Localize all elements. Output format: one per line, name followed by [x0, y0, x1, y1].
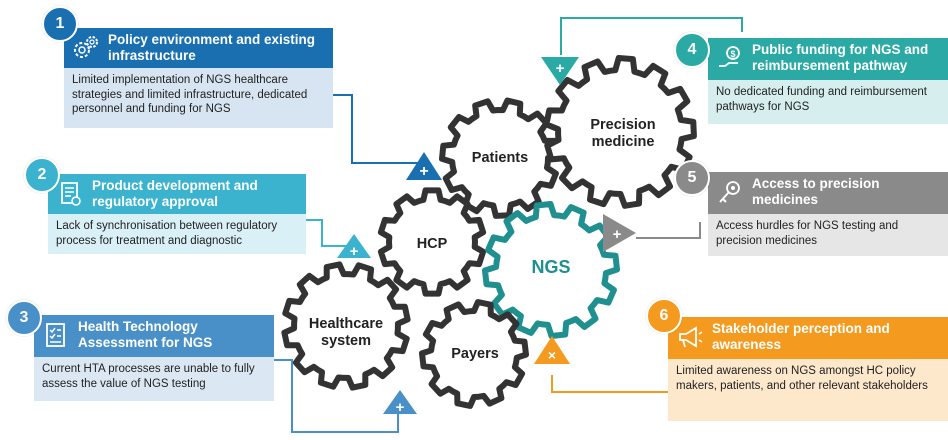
- connector-3: [274, 359, 399, 433]
- card-body: No dedicated funding and reimbursement p…: [708, 80, 948, 124]
- policy-environment-card: Policy environment and existing infrastr…: [64, 28, 333, 128]
- gear-hcp: [377, 187, 487, 297]
- step-number-2: 2: [24, 157, 60, 193]
- megaphone-icon: [679, 326, 703, 348]
- money-hand-icon: $: [719, 46, 740, 67]
- svg-text:+: +: [556, 60, 565, 77]
- step-number-5: 5: [674, 160, 710, 196]
- step-number-4: 4: [674, 32, 710, 68]
- svg-text:+: +: [396, 399, 405, 416]
- connector-marker-2: +: [337, 234, 371, 260]
- public-funding-card: $ Public funding for NGS and reimburseme…: [708, 38, 948, 124]
- svg-text:+: +: [350, 243, 359, 260]
- svg-text:+: +: [419, 163, 428, 180]
- svg-text:+: +: [613, 226, 622, 243]
- card-title: Product development and regulatory appro…: [92, 178, 258, 209]
- card-title: Access to precision medicines: [752, 176, 880, 207]
- step-number-1: 1: [42, 6, 78, 42]
- gear-payers: [419, 299, 529, 409]
- access-card: Access to precision medicines Access hur…: [708, 172, 948, 256]
- connector-2: [306, 219, 348, 247]
- connector-4: [560, 17, 743, 55]
- gear-label-payers: Payers: [451, 346, 499, 362]
- connector-6: [551, 375, 668, 393]
- gear-label-ngs: NGS: [531, 257, 571, 277]
- step-number-3: 3: [6, 300, 42, 336]
- key-icon: [719, 181, 740, 203]
- svg-text:$: $: [730, 49, 735, 59]
- card-title: Stakeholder perception and awareness: [712, 321, 890, 352]
- card-header: Product development and regulatory appro…: [48, 174, 306, 214]
- card-body: Limited awareness on NGS amongst HC poli…: [668, 359, 948, 421]
- card-header: Access to precision medicines: [708, 172, 948, 214]
- hta-card: Health Technology Assessment for NGS Cur…: [34, 315, 274, 401]
- card-body: Current HTA processes are unable to full…: [34, 357, 274, 401]
- gear-label-hcp: HCP: [416, 236, 448, 252]
- card-header: Health Technology Assessment for NGS: [34, 315, 274, 357]
- connector-marker-5: +: [603, 214, 636, 252]
- gear-precision-medicine: [543, 55, 697, 209]
- card-body: Access hurdles for NGS testing and preci…: [708, 214, 948, 256]
- gear-label-patients: Patients: [471, 150, 529, 166]
- gears-icon: [74, 36, 98, 58]
- connector-marker-4: +: [541, 57, 579, 85]
- card-title: Policy environment and existing infrastr…: [108, 32, 316, 63]
- stakeholder-perception-card: Stakeholder perception and awareness Lim…: [668, 317, 948, 421]
- svg-text:×: ×: [548, 347, 556, 363]
- connector-marker-3: +: [383, 390, 417, 416]
- card-header: Stakeholder perception and awareness: [668, 317, 948, 359]
- card-header: $ Public funding for NGS and reimburseme…: [708, 38, 948, 80]
- card-title: Public funding for NGS and reimbursement…: [752, 42, 929, 73]
- document-icon: [61, 182, 81, 206]
- connector-marker-6: ×: [534, 336, 570, 364]
- gear-label-precision-medicine: Precision medicine: [590, 117, 656, 150]
- connector-5: [636, 222, 701, 239]
- card-body: Lack of synchronisation between regulato…: [48, 214, 306, 254]
- card-body: Limited implementation of NGS healthcare…: [64, 68, 333, 128]
- gear-ngs: [482, 201, 620, 339]
- connector-marker-1: +: [406, 152, 442, 180]
- product-development-card: Product development and regulatory appro…: [48, 174, 306, 254]
- gear-label-healthcare-system: Healthcare system: [308, 316, 384, 349]
- gear-patients: [439, 97, 561, 219]
- connector-1: [333, 94, 418, 164]
- card-header: Policy environment and existing infrastr…: [64, 28, 333, 68]
- checklist-icon: [46, 323, 65, 347]
- gear-healthcare-system: [281, 261, 411, 391]
- step-number-6: 6: [646, 298, 682, 334]
- card-title: Health Technology Assessment for NGS: [78, 319, 213, 350]
